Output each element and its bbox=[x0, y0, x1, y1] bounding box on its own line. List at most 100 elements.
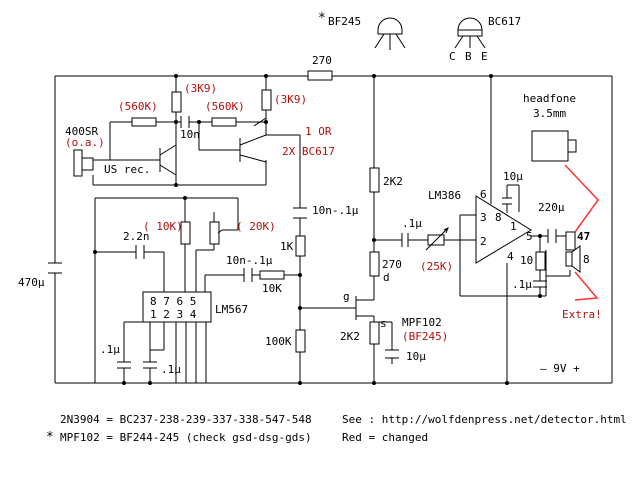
cap-01u-c bbox=[401, 233, 409, 247]
label-r2k2-b: 2K2 bbox=[340, 330, 360, 343]
resistor-3k9-a bbox=[171, 91, 182, 113]
resistor-10k-pot bbox=[180, 221, 191, 245]
cap-470u bbox=[48, 262, 62, 274]
label-s: s bbox=[380, 317, 387, 330]
label-c220u: 220µ bbox=[538, 201, 565, 214]
label-sensor-note: (o.a.) bbox=[65, 136, 105, 149]
label-r10k: ( 10K) bbox=[143, 220, 183, 233]
us-sensor bbox=[73, 149, 83, 177]
cap-10n-1u-a bbox=[293, 207, 307, 219]
resistor-3k9-b bbox=[261, 89, 272, 111]
resistor-10 bbox=[535, 251, 546, 271]
bjt-pin-b: B bbox=[465, 50, 472, 63]
label-g: g bbox=[343, 290, 350, 303]
jfet-mark: * bbox=[318, 11, 326, 26]
resistor-560k-a bbox=[131, 117, 157, 127]
junction-dots bbox=[93, 74, 542, 385]
label-pot25k: (25K) bbox=[420, 260, 453, 273]
label-c01u-a: .1µ bbox=[100, 343, 120, 356]
label-c10n-1u-a: 10n-.1µ bbox=[312, 204, 359, 217]
label-r270-top: 270 bbox=[312, 54, 332, 67]
label-mpf102: MPF102 bbox=[402, 316, 442, 329]
transistor-q2b bbox=[253, 117, 267, 127]
footer-line2: MPF102 = BF244-245 (check gsd-dsg-gds) bbox=[60, 431, 312, 444]
resistor-270-b bbox=[369, 251, 380, 277]
resistor-47 bbox=[565, 231, 576, 251]
extra-wiring bbox=[564, 164, 599, 301]
footer-red-note: Red = changed bbox=[342, 431, 428, 444]
label-us-rec: US rec. bbox=[104, 163, 150, 176]
cap-01u-a bbox=[117, 361, 131, 369]
resistor-20k-pot bbox=[209, 221, 220, 245]
label-supply: – 9V + bbox=[540, 362, 580, 375]
label-two-x: 2X BC617 bbox=[282, 145, 335, 158]
label-extra: Extra! bbox=[562, 308, 602, 321]
label-spk8: 8 bbox=[583, 253, 590, 266]
label-c2n2: 2.2n bbox=[123, 230, 150, 243]
cap-01u-d bbox=[533, 280, 547, 288]
label-c01u-c: .1µ bbox=[402, 217, 422, 230]
label-r3k9-a: (3K9) bbox=[184, 82, 217, 95]
transistor-q1 bbox=[159, 144, 177, 176]
cap-220u bbox=[547, 229, 557, 243]
label-pin8: 8 bbox=[495, 211, 502, 224]
lm386-chip bbox=[475, 195, 532, 264]
resistor-2k2-b bbox=[369, 321, 380, 345]
label-pin3: 3 bbox=[480, 211, 487, 224]
bf245-pinout-icon bbox=[374, 17, 406, 50]
bc617-pinout-icon bbox=[454, 17, 486, 49]
label-pin2: 2 bbox=[480, 235, 487, 248]
cap-10n-top bbox=[180, 116, 190, 128]
label-jack: 3.5mm bbox=[533, 107, 566, 120]
label-r10: 10 bbox=[520, 254, 533, 267]
lm567-chip bbox=[142, 291, 212, 323]
jfet-name: BF245 bbox=[328, 15, 361, 28]
label-r20k: ( 20K) bbox=[236, 220, 276, 233]
footer-mark2: * bbox=[46, 430, 54, 445]
resistor-2k2-a bbox=[369, 167, 380, 193]
label-pins-bot: 1 2 3 4 bbox=[150, 308, 197, 321]
label-sensor: 400SR bbox=[65, 125, 98, 138]
transistor-q2 bbox=[239, 134, 267, 163]
label-one-or: 1 OR bbox=[305, 125, 332, 138]
resistor-270-top bbox=[307, 70, 333, 81]
resistor-10k bbox=[259, 270, 285, 280]
cap-10n-1u-b bbox=[243, 268, 253, 282]
cap-10u-a bbox=[502, 197, 512, 213]
label-r2k2-a: 2K2 bbox=[383, 175, 403, 188]
label-r560k-b: (560K) bbox=[205, 100, 245, 113]
cap-10u-b bbox=[385, 349, 399, 359]
footer-line1: 2N3904 = BC237-238-239-337-338-547-548 bbox=[60, 413, 312, 426]
label-pin4: 4 bbox=[507, 250, 514, 263]
label-pin5: 5 bbox=[526, 230, 533, 243]
components bbox=[48, 70, 581, 384]
cap-2n2 bbox=[135, 245, 145, 259]
labels: * BF245 BC617 C B E 270 (560K) (3K9) (56… bbox=[18, 11, 602, 376]
bjt-pin-c: C bbox=[449, 50, 456, 63]
label-r100k: 100K bbox=[265, 335, 292, 348]
label-pins-top: 8 7 6 5 bbox=[150, 295, 196, 308]
label-r1k: 1K bbox=[280, 240, 294, 253]
label-r560k-a: (560K) bbox=[118, 100, 158, 113]
label-r10k-b: 10K bbox=[262, 282, 282, 295]
label-c10n: 10n bbox=[180, 128, 200, 141]
label-pin1: 1 bbox=[510, 220, 517, 233]
resistor-100k bbox=[295, 329, 306, 353]
cap-01u-b bbox=[143, 361, 157, 369]
bjt-name: BC617 bbox=[488, 15, 521, 28]
label-c470u: 470µ bbox=[18, 276, 45, 289]
label-bf245: (BF245) bbox=[402, 330, 448, 343]
label-c01u-d: .1µ bbox=[512, 278, 532, 291]
wiring bbox=[54, 75, 613, 384]
label-headfone: headfone bbox=[523, 92, 576, 105]
label-c01u-b: .1µ bbox=[161, 363, 181, 376]
label-r47: 47 bbox=[577, 230, 590, 243]
label-lm386: LM386 bbox=[428, 189, 461, 202]
bjt-pin-e: E bbox=[481, 50, 488, 63]
headphone-jack-icon bbox=[531, 130, 577, 162]
label-c10u-b: 10µ bbox=[406, 350, 426, 363]
label-r270-b: 270 bbox=[382, 258, 402, 271]
label-r3k9-b: (3K9) bbox=[274, 93, 307, 106]
